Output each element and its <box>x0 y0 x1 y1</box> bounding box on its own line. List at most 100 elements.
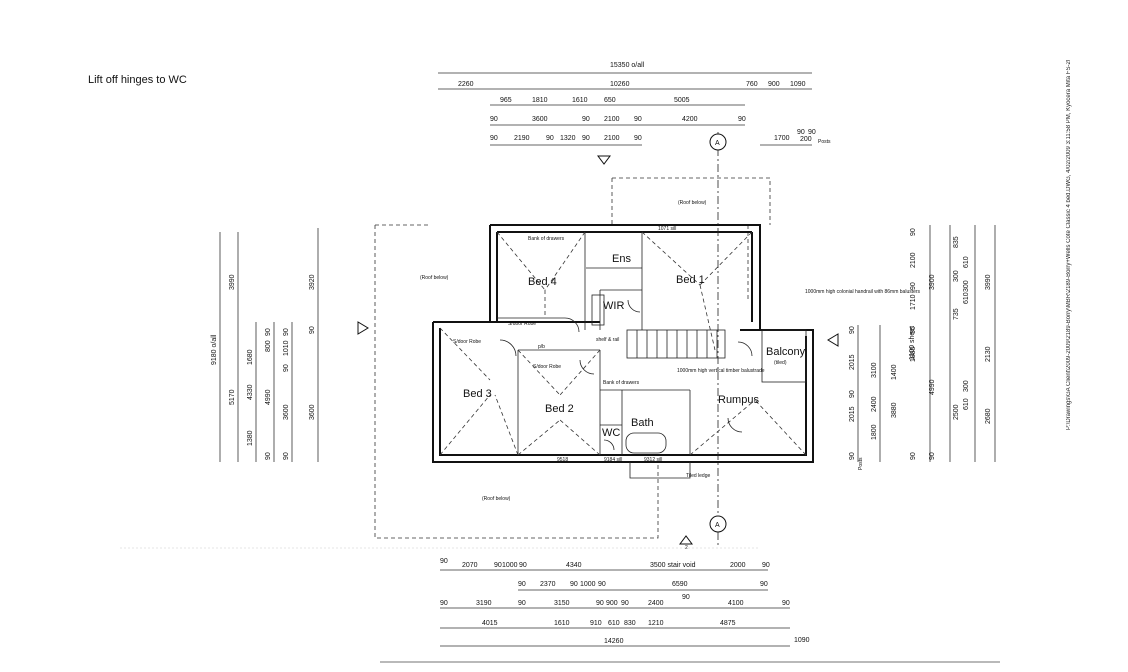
dim-right-a2: 90 <box>910 282 917 290</box>
dim-top-r3-4: 90 <box>634 116 642 123</box>
dim-bot-r3-4: 90 <box>596 600 604 607</box>
dim-bot-r3-8: 90 <box>682 594 690 601</box>
room-wc: WC <box>602 427 620 439</box>
dim-bot-r4-2: 910 <box>590 620 602 627</box>
bank-of-drawers-mid: Bank of drawers <box>603 380 640 386</box>
dim-right-c2: 300 <box>953 270 960 282</box>
left-dims: 9180 o/all 3990 5170 1680 4330 1380 90 8… <box>211 274 316 460</box>
dim-bot-r2-4: 90 <box>598 581 606 588</box>
dim-left-c2: 4990 <box>265 389 272 405</box>
room-ensuite: Ens <box>612 253 631 265</box>
dim-top-r2-2: 1610 <box>572 97 588 104</box>
dim-bot-r3-7: 2400 <box>648 600 664 607</box>
dim-right-a3: 1710 <box>910 294 917 310</box>
dim-bot-r4-0: 4015 <box>482 620 498 627</box>
section-a-bottom: A <box>715 522 720 529</box>
dim-left-c3: 90 <box>265 452 272 460</box>
balustrade-label: 1000mm high vertical timber balustrade <box>677 368 765 374</box>
dim-bot-r3-5: 900 <box>606 600 618 607</box>
dim-bot-r1-8: 90 <box>762 562 770 569</box>
dim-bot-r4-1: 1610 <box>554 620 570 627</box>
dim-right-posts: Posts <box>858 457 864 470</box>
dim-right-b2: 90 <box>929 452 936 460</box>
walls <box>432 224 814 479</box>
dim-overall-top: 15350 o/all <box>610 62 645 69</box>
dim-bot-r1-0: 90 <box>440 558 448 565</box>
sill-label-1: 1071 sill <box>658 226 676 232</box>
dim-top-r3-3: 2100 <box>604 116 620 123</box>
dim-right-g0: 1100 sheet <box>909 326 916 360</box>
dim-right-a4: 90 <box>910 326 917 334</box>
handrail-label: 1000mm high colonial handrail with 86mm … <box>805 289 921 295</box>
dim-bot-r1-5: 4340 <box>566 562 582 569</box>
dim-right-c8: 300 <box>963 380 970 392</box>
hip-lines <box>439 231 807 456</box>
dim-top-r1-4: 1090 <box>790 81 806 88</box>
roof-below-top-label: (Roof below) <box>678 200 707 206</box>
dim-top-r3-5: 4200 <box>682 116 698 123</box>
balcony-tiled-label: (tiled) <box>774 360 787 366</box>
room-bed-2: Bed 2 <box>545 403 574 415</box>
dim-bot-r4-5: 1210 <box>648 620 664 627</box>
dim-right-c1: 610 <box>963 256 970 268</box>
dim-bot-r2-6: 90 <box>760 581 768 588</box>
room-balcony: Balcony <box>766 346 806 358</box>
right-dims: 90 2100 90 1710 90 1880 90 3900 4990 90 … <box>849 228 992 470</box>
dim-right-f1: 1400 <box>891 364 898 380</box>
dim-top-r4-1: 2190 <box>514 135 530 142</box>
dim-bot-r3-9: 4100 <box>728 600 744 607</box>
dim-bot-r4-4: 830 <box>624 620 636 627</box>
dim-right-a1: 2100 <box>910 252 917 268</box>
dim-left-e2: 3600 <box>309 404 316 420</box>
dim-right-e3: 2015 <box>849 406 856 422</box>
dim-left-c0: 90 <box>265 328 272 336</box>
dim-bot-r3-0: 90 <box>440 600 448 607</box>
dim-top-r2-3: 650 <box>604 97 616 104</box>
dim-left-b1: 4330 <box>247 384 254 400</box>
dim-right-f2: 2400 <box>871 396 878 412</box>
dim-top-r2-1: 1810 <box>532 97 548 104</box>
room-rumpus: Rumpus <box>718 394 759 406</box>
dim-top-r3-0: 90 <box>490 116 498 123</box>
dim-left-c1: 800 <box>265 340 272 352</box>
room-bed-3: Bed 3 <box>463 388 492 400</box>
roof-below-left-label: (Roof below) <box>420 275 449 281</box>
dim-right-c6: 2500 <box>953 404 960 420</box>
dim-bot-r2-0: 90 <box>518 581 526 588</box>
dim-top-r4-5: 2100 <box>604 135 620 142</box>
annotations: Bank of drawers Bank of drawers S/door R… <box>453 226 921 479</box>
room-bath: Bath <box>631 417 654 429</box>
dim-right-b0: 3900 <box>929 274 936 290</box>
bank-of-drawers-top: Bank of drawers <box>528 236 565 242</box>
dim-right-e0: 90 <box>849 326 856 334</box>
dim-bot-r3-10: 90 <box>782 600 790 607</box>
roof-below-bottom-label: (Roof below) <box>482 496 511 502</box>
note-lift-off-hinges: Lift off hinges to WC <box>88 74 187 86</box>
dim-bot-r1-7: 2000 <box>730 562 746 569</box>
dim-top-r4-3: 1320 <box>560 135 576 142</box>
dim-bot-r1-6: 3500 stair void <box>650 562 696 569</box>
dim-bot-r2-3: 1000 <box>580 581 596 588</box>
dim-right-c7: 610 <box>963 398 970 410</box>
dim-top-r4-0: 90 <box>490 135 498 142</box>
sill-label-4: 9518 <box>557 457 568 463</box>
dim-top-r4-4: 90 <box>582 135 590 142</box>
dim-right-f3: 1800 <box>871 424 878 440</box>
dim-right-c4: 610 <box>963 292 970 304</box>
dim-top-r3-6: 90 <box>738 116 746 123</box>
sdoor-robe-bed3: S/door Robe <box>453 339 481 345</box>
sdoor-robe-bed2: S/door Robe <box>533 364 561 370</box>
dim-bot-r3-1: 3190 <box>476 600 492 607</box>
dim-left-d4: 90 <box>283 452 290 460</box>
dim-right-d0: 3990 <box>985 274 992 290</box>
dim-right-e4: 90 <box>849 452 856 460</box>
dim-top-post-0: 1700 <box>774 135 790 142</box>
dim-bot-r3-2: 90 <box>518 600 526 607</box>
dim-right-c5: 300 <box>963 280 970 292</box>
dim-bot-r2-2: 90 <box>570 581 578 588</box>
dim-left-overall: 9180 o/all <box>211 334 218 365</box>
dim-top-r3-2: 90 <box>582 116 590 123</box>
section-line-a: A A 2 <box>357 132 839 551</box>
dim-bot-r3-6: 90 <box>621 600 629 607</box>
dim-right-c0: 835 <box>953 236 960 248</box>
